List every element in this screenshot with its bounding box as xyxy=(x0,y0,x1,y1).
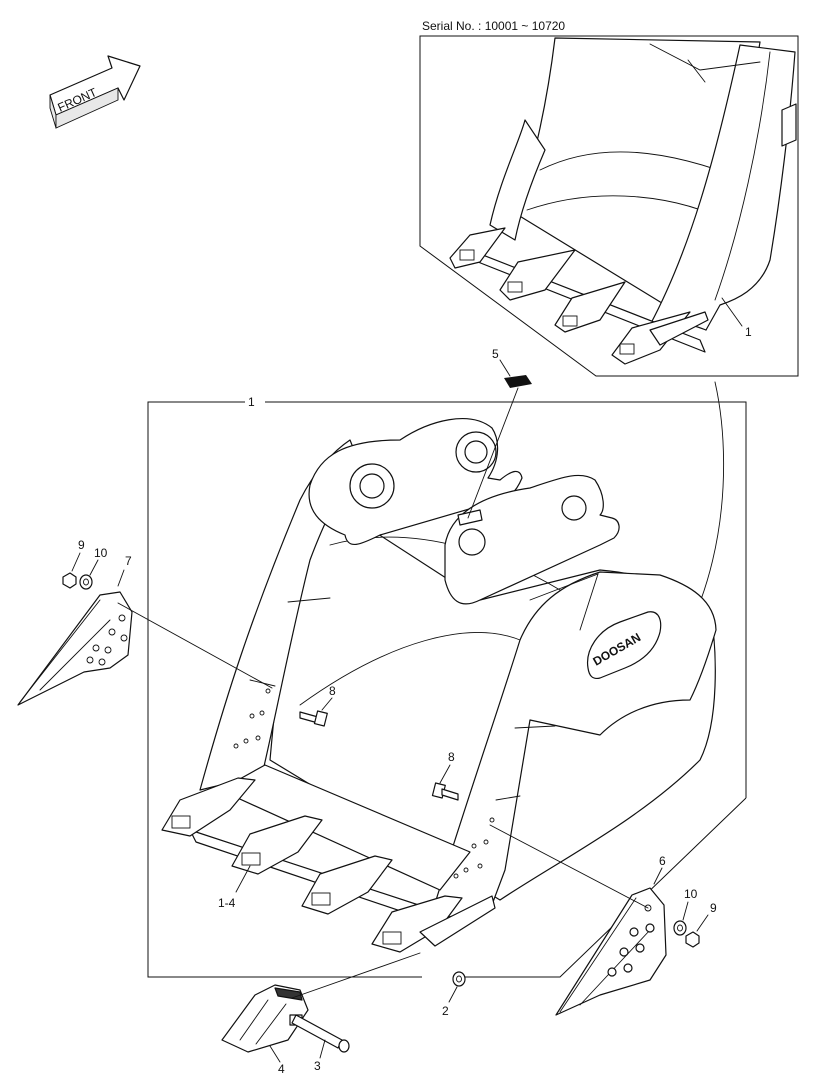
callout-6: 6 xyxy=(659,854,666,868)
callout-8-right: 8 xyxy=(448,750,455,764)
doosan-badge: DOOSAN xyxy=(586,611,662,680)
callout-1-4: 1-4 xyxy=(218,896,236,910)
part-8-bolt-right: 8 xyxy=(431,750,459,801)
callout-8-left: 8 xyxy=(329,684,336,698)
main-teeth xyxy=(161,777,463,953)
callout-7: 7 xyxy=(125,554,132,568)
front-direction-arrow: FRONT xyxy=(49,55,141,129)
inset-teeth xyxy=(449,227,691,365)
callout-10-right: 10 xyxy=(684,887,698,901)
part-3-pin: 3 xyxy=(291,1014,350,1073)
serial-caption: Serial No. : 10001 ~ 10720 xyxy=(422,19,565,33)
callout-4: 4 xyxy=(278,1062,285,1076)
part-9-nut-right: 9 xyxy=(685,901,717,948)
inset-frame xyxy=(419,35,799,377)
callout-9-right: 9 xyxy=(710,901,717,915)
part-4-tooth-point: 4 xyxy=(221,952,421,1076)
serial-inset-panel: Serial No. : 10001 ~ 10720 xyxy=(419,19,799,377)
part-9-nut-left: 9 xyxy=(62,538,85,589)
part-10-washer-left: 10 xyxy=(79,546,108,590)
main-bucket: DOOSAN xyxy=(161,418,717,953)
part-2-nut: 2 xyxy=(442,971,466,1018)
part-5-label-plate: 5 xyxy=(467,347,532,519)
inset-bucket xyxy=(449,37,797,365)
callout-10-left: 10 xyxy=(94,546,108,560)
part-6-side-cutter-right: 6 xyxy=(489,824,667,1016)
part-1-4-adapter: 1-4 xyxy=(218,865,251,910)
callout-5: 5 xyxy=(492,347,499,361)
callout-main-1: 1 xyxy=(248,395,255,409)
part-8-bolt-left: 8 xyxy=(299,684,336,727)
callout-3: 3 xyxy=(314,1059,321,1073)
callout-9-left: 9 xyxy=(78,538,85,552)
callout-inset-1: 1 xyxy=(745,325,752,339)
part-10-washer-right: 10 xyxy=(673,887,698,936)
callout-2: 2 xyxy=(442,1004,449,1018)
part-7-side-cutter-left: 7 xyxy=(17,554,273,706)
main-assembly-frame: 1 xyxy=(147,395,747,978)
